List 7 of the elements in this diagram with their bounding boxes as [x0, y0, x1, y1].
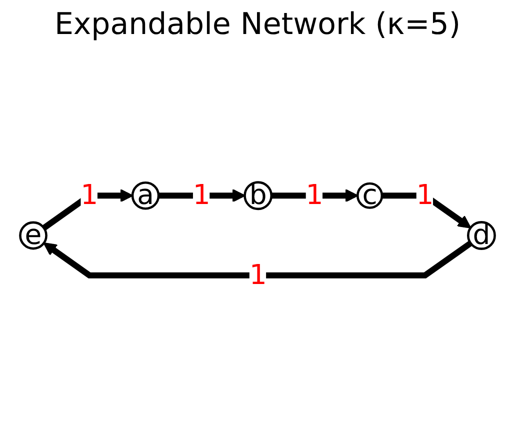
node-circle: a — [131, 180, 160, 212]
node-circle: e — [19, 219, 48, 252]
title: Expandable Network (κ=5) — [54, 6, 461, 44]
node-circle: d — [467, 219, 496, 252]
arrow — [43, 240, 472, 278]
node-circle: c — [356, 180, 384, 212]
node-circle: b — [244, 180, 273, 212]
